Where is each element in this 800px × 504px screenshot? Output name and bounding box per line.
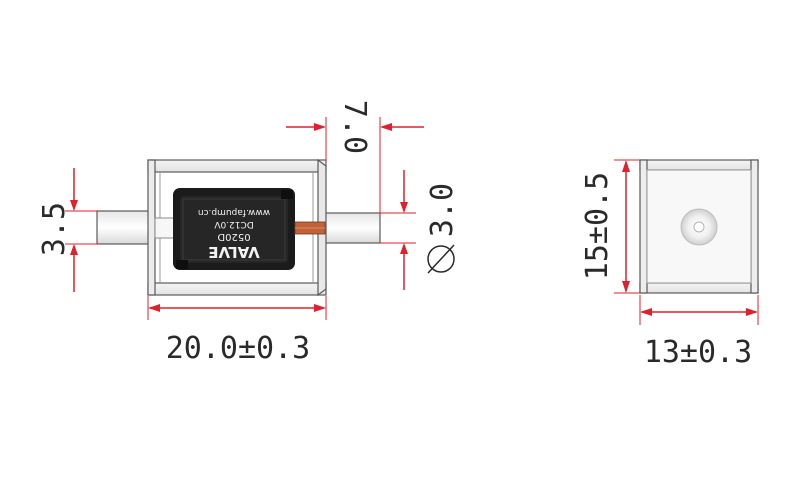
valve-voltage-text: DC12.0V	[213, 219, 253, 229]
side-view: VALVE 0520D DC12.0V www.fapump.cn	[96, 158, 381, 297]
end-view	[639, 159, 759, 294]
left-port-tube	[96, 210, 153, 245]
dim-left-port-height	[65, 168, 100, 292]
valve-brand-text: VALVE	[208, 243, 260, 261]
end-width-label: 13±0.3	[644, 335, 752, 370]
top-offset-label: 7.0	[337, 100, 372, 154]
right-port-tube	[321, 212, 381, 244]
valve-website-text: www.fapump.cn	[198, 207, 270, 217]
metal-frame	[147, 158, 327, 297]
dim-body-length	[147, 296, 327, 320]
dim-outlet-diameter	[380, 170, 416, 290]
dim-end-width	[639, 295, 759, 325]
outlet-diameter-label: 3.0	[425, 183, 460, 237]
end-height-label: 15±0.5	[580, 172, 615, 280]
dim-top-offset	[286, 117, 424, 215]
valve-body	[173, 188, 295, 270]
dim-end-height	[614, 159, 640, 294]
diameter-symbol-icon	[427, 244, 455, 274]
body-length-label: 20.0±0.3	[166, 331, 311, 366]
left-port-height-label: 3.5	[37, 202, 72, 256]
valve-model-text: 0520D	[217, 231, 250, 242]
side-dimensions	[65, 117, 424, 320]
end-dimensions	[614, 159, 759, 325]
